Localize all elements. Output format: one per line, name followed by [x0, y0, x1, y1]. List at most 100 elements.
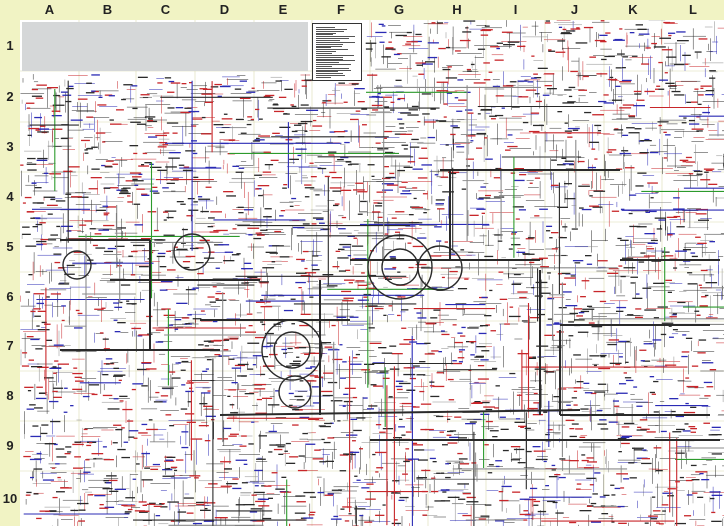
compound-label-mark: [576, 381, 584, 383]
compound-label-mark: [518, 96, 529, 98]
compound-label-mark: [168, 157, 180, 159]
compound-label-mark: [429, 457, 436, 460]
compound-label-mark: [442, 191, 454, 193]
compound-label-mark: [206, 359, 212, 361]
compound-label-mark: [64, 273, 75, 275]
compound-label-mark: [696, 173, 703, 175]
compound-label-mark: [405, 448, 410, 450]
compound-label-mark: [105, 160, 114, 162]
compound-label-mark: [70, 119, 83, 121]
compound-label-mark: [383, 130, 392, 133]
compound-label-mark: [226, 483, 238, 485]
compound-label-mark: [470, 63, 475, 66]
compound-label-mark: [312, 217, 324, 219]
compound-label-mark: [128, 430, 139, 432]
compound-label-mark: [573, 390, 578, 392]
compound-label-mark: [573, 387, 581, 389]
compound-label-mark: [343, 393, 349, 395]
compound-label-mark: [291, 130, 298, 133]
compound-label-mark: [286, 462, 296, 464]
compound-label-mark: [162, 475, 175, 477]
compound-label-mark: [129, 172, 142, 174]
compound-label-mark: [113, 319, 118, 321]
compound-label-mark: [85, 459, 90, 461]
compound-label-mark: [445, 77, 458, 79]
compound-label-mark: [548, 50, 556, 52]
compound-label-mark: [163, 314, 175, 316]
compound-label-mark: [60, 91, 68, 93]
compound-label-mark: [304, 79, 317, 81]
compound-label-mark: [278, 453, 284, 455]
compound-label-mark: [544, 85, 552, 87]
compound-label-mark: [244, 262, 252, 264]
compound-label-mark: [436, 372, 444, 374]
compound-label-mark: [494, 59, 504, 61]
compound-label-mark: [187, 314, 192, 316]
compound-label-mark: [431, 477, 436, 479]
row-label-4: 4: [6, 189, 14, 204]
compound-label-mark: [302, 223, 310, 225]
compound-label-mark: [644, 233, 656, 235]
pathway-map[interactable]: [20, 20, 724, 526]
compound-label-mark: [163, 234, 175, 236]
compound-label-mark: [495, 95, 504, 97]
compound-label-mark: [251, 494, 257, 496]
compound-label-mark: [186, 512, 194, 514]
compound-label-mark: [685, 479, 693, 482]
compound-label-mark: [114, 331, 121, 333]
compound-label-mark: [200, 509, 211, 511]
compound-label-mark: [258, 435, 267, 437]
compound-label-mark: [36, 386, 43, 388]
compound-label-mark: [103, 224, 115, 227]
compound-label-mark: [607, 343, 617, 346]
compound-label-mark: [133, 203, 141, 205]
compound-label-mark: [613, 129, 624, 131]
compound-label-mark: [22, 202, 26, 204]
compound-label-mark: [293, 226, 305, 229]
compound-label-mark: [620, 239, 629, 241]
compound-label-mark: [517, 353, 530, 355]
compound-label-mark: [29, 404, 36, 406]
compound-label-mark: [432, 461, 437, 463]
compound-label-mark: [381, 56, 391, 58]
compound-label-mark: [502, 85, 514, 87]
compound-label-mark: [702, 111, 710, 114]
compound-label-mark: [309, 496, 316, 498]
compound-label-mark: [686, 385, 699, 388]
legend-text-line: [316, 41, 355, 43]
compound-label-mark: [419, 390, 425, 393]
compound-label-mark: [530, 317, 540, 319]
compound-label-mark: [622, 104, 635, 106]
compound-label-mark: [700, 179, 711, 181]
compound-label-mark: [598, 130, 602, 132]
compound-label-mark: [700, 87, 704, 89]
compound-label-mark: [448, 399, 455, 401]
compound-label-mark: [535, 458, 548, 461]
compound-label-mark: [635, 308, 642, 310]
compound-label-mark: [504, 323, 510, 325]
compound-label-mark: [35, 348, 43, 350]
compound-label-mark: [114, 306, 123, 308]
compound-label-mark: [330, 400, 343, 402]
compound-label-mark: [422, 193, 428, 195]
compound-label-mark: [629, 32, 635, 34]
compound-label-mark: [284, 450, 288, 452]
compound-label-mark: [619, 107, 632, 109]
compound-label-mark: [642, 287, 652, 289]
compound-label-mark: [616, 473, 628, 475]
compound-label-mark: [547, 298, 555, 300]
compound-label-mark: [103, 212, 110, 214]
compound-label-mark: [219, 131, 225, 134]
compound-label-mark: [593, 290, 606, 293]
compound-label-mark: [113, 374, 126, 376]
compound-label-mark: [565, 30, 576, 32]
compound-label-mark: [192, 118, 203, 120]
compound-label-mark: [662, 510, 666, 512]
compound-label-mark: [109, 119, 114, 121]
compound-label-mark: [270, 159, 279, 161]
compound-label-mark: [446, 46, 451, 49]
compound-label-mark: [436, 81, 449, 83]
compound-label-mark: [74, 456, 81, 458]
compound-label-mark: [688, 173, 694, 175]
compound-label-mark: [565, 305, 578, 307]
